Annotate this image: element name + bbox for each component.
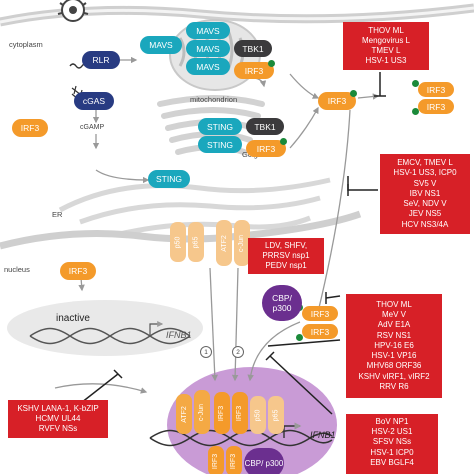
- p50-subunit: p50: [170, 222, 186, 262]
- irf3-dimer-bottom: IRF3: [418, 99, 454, 114]
- inhibitor-line: BoV NP1: [375, 417, 409, 426]
- tbk1-mavs: TBK1: [234, 40, 272, 57]
- phosphate-icon: [296, 334, 303, 341]
- inhibitor-line: SV5 V: [413, 178, 437, 188]
- cjun-enhanceosome: c-Jun: [194, 390, 210, 434]
- phosphate-icon: [268, 60, 275, 67]
- inhibitor-line: HSV-2 US1: [371, 427, 413, 437]
- mitochondrion-label: mitochondrion: [190, 95, 238, 104]
- cbp-p300-free: CBP/ p300: [262, 285, 302, 321]
- cjun-subunit: c-Jun: [234, 220, 250, 266]
- sting-er: STING: [148, 170, 190, 188]
- inhibitor-line: HSV-1 US3, ICP0: [393, 168, 457, 178]
- p65-enhanceosome: p65: [268, 396, 284, 434]
- cgas-sensor: cGAS: [74, 92, 114, 110]
- inhibitor-line: PRRSV nsp1: [262, 250, 310, 260]
- irf3-nuclear-export: IRF3: [60, 262, 96, 280]
- irf3-phosphorylated: IRF3: [318, 92, 356, 110]
- irf3-nuclear-dimer-top: IRF3: [302, 306, 338, 321]
- p65-subunit: p65: [188, 222, 204, 262]
- inhibitor-line: IBV NS1: [409, 188, 441, 198]
- mavs-cytosolic: MAVS: [140, 36, 182, 54]
- irf3-enhanceosome-lower-2: IRF3: [226, 446, 242, 474]
- irf3-enhanceosome-1: IRF3: [214, 392, 230, 434]
- irf3-enhanceosome-lower-1: IRF3: [208, 446, 224, 474]
- nucleus-label: nucleus: [4, 265, 30, 274]
- inhibitor-line: THOV ML: [368, 25, 404, 35]
- inhibitor-line: HCMV UL44: [35, 413, 81, 423]
- inhibitor-line: RVFV NSs: [38, 424, 78, 434]
- cgamp-label: cGAMP: [80, 124, 105, 131]
- inhibitor-line: SFSV NSs: [372, 437, 412, 447]
- inhibitor-line: KSHV LANA-1, K-bZIP: [17, 403, 99, 413]
- cbp-line-2: p300: [272, 303, 292, 313]
- inhibitor-box-irf3-degradation: BoV NP1 HSV-2 US1 SFSV NSs HSV-1 ICP0 EB…: [346, 414, 438, 474]
- inhibitor-line: EBV BGLF4: [370, 457, 414, 467]
- cbp-p300-enhanceosome: CBP/ p300: [244, 448, 284, 474]
- dna-helix-icon: [29, 327, 191, 345]
- inhibitor-box-nuclear-import: EMCV, TMEV L HSV-1 US3, ICP0 SV5 V IBV N…: [380, 154, 470, 234]
- ifnb1-inactive-label: IFNB1: [166, 330, 192, 340]
- inhibitor-box-nfkb: LDV, SHFV, PRRSV nsp1 PEDV nsp1: [248, 238, 324, 274]
- tbk1-sting: TBK1: [246, 118, 284, 135]
- inhibitor-line: AdV E1A: [377, 320, 411, 330]
- inhibitor-line: SeV, NDV V: [403, 199, 447, 209]
- sting-golgi-1: STING: [198, 118, 242, 135]
- mavs-filament-3: MAVS: [186, 58, 230, 75]
- inhibitor-box-cbp: THOV ML MeV V AdV E1A RSV NS1 HPV-16 E6 …: [346, 294, 442, 398]
- inhibitor-line: HSV-1 ICP0: [370, 447, 414, 457]
- phosphate-icon: [412, 108, 419, 115]
- inhibitor-line: HCV NS3/4A: [401, 219, 449, 229]
- p50-enhanceosome: p50: [250, 396, 266, 434]
- step-1-marker: 1: [200, 346, 212, 358]
- irf3-sting: IRF3: [246, 140, 286, 157]
- inhibitor-line: Mengovirus L: [361, 35, 411, 45]
- cytoplasm-label: cytoplasm: [9, 40, 43, 49]
- irf3-mavs: IRF3: [234, 62, 274, 79]
- irf3-enhanceosome-2: IRF3: [232, 392, 248, 434]
- irf3-nuclear-dimer-bottom: IRF3: [302, 324, 338, 339]
- inactive-label: inactive: [56, 313, 90, 324]
- inhibitor-line: THOV ML: [376, 300, 412, 310]
- inhibitor-line: PEDV nsp1: [265, 261, 307, 271]
- mavs-filament-2: MAVS: [186, 40, 230, 57]
- sting-golgi-2: STING: [198, 136, 242, 153]
- transcription-arrow-icon: [149, 321, 164, 336]
- cbp-line-1: CBP/: [272, 293, 292, 303]
- phosphate-icon: [412, 80, 419, 87]
- rlr-sensor: RLR: [82, 51, 120, 69]
- inhibitor-line: RSV NS1: [376, 330, 412, 340]
- chromatin-shade: [7, 300, 203, 356]
- inhibitor-line: MHV68 ORF36: [366, 361, 422, 371]
- inhibitor-line: MeV V: [381, 310, 406, 320]
- inhibitor-line: JEV NS5: [408, 209, 442, 219]
- inhibitor-line: RRV R6: [379, 381, 409, 391]
- inhibitor-line: EMCV, TMEV L: [397, 158, 453, 168]
- step-2-marker: 2: [232, 346, 244, 358]
- inhibitor-line: TMEV L: [371, 46, 401, 55]
- er-label: ER: [52, 210, 63, 219]
- phosphate-icon: [280, 138, 287, 145]
- irf3-inactive: IRF3: [12, 119, 48, 137]
- atf2-enhanceosome: ATF2: [176, 394, 192, 434]
- transcription-arrow-icon: [283, 422, 302, 438]
- inhibitor-line: KSHV vIRF1, vIRF2: [358, 371, 430, 381]
- phosphate-icon: [350, 90, 357, 97]
- inhibitor-box-kinase: THOV ML Mengovirus L TMEV L HSV-1 US3: [343, 22, 429, 70]
- inhibitor-line: LDV, SHFV,: [264, 240, 308, 250]
- inhibitor-line: HPV-16 E6: [374, 340, 414, 350]
- ifnb1-active-label: IFNB1: [310, 430, 336, 440]
- irf3-dimer-top: IRF3: [418, 82, 454, 97]
- virus-icon: [57, 0, 89, 22]
- atf2-subunit: ATF2: [216, 220, 232, 266]
- mavs-filament-1: MAVS: [186, 22, 230, 39]
- inhibitor-box-chromatin: KSHV LANA-1, K-bZIP HCMV UL44 RVFV NSs: [8, 400, 108, 438]
- inhibitor-line: HSV-1 US3: [365, 56, 407, 66]
- inhibitor-line: HSV-1 VP16: [371, 351, 417, 361]
